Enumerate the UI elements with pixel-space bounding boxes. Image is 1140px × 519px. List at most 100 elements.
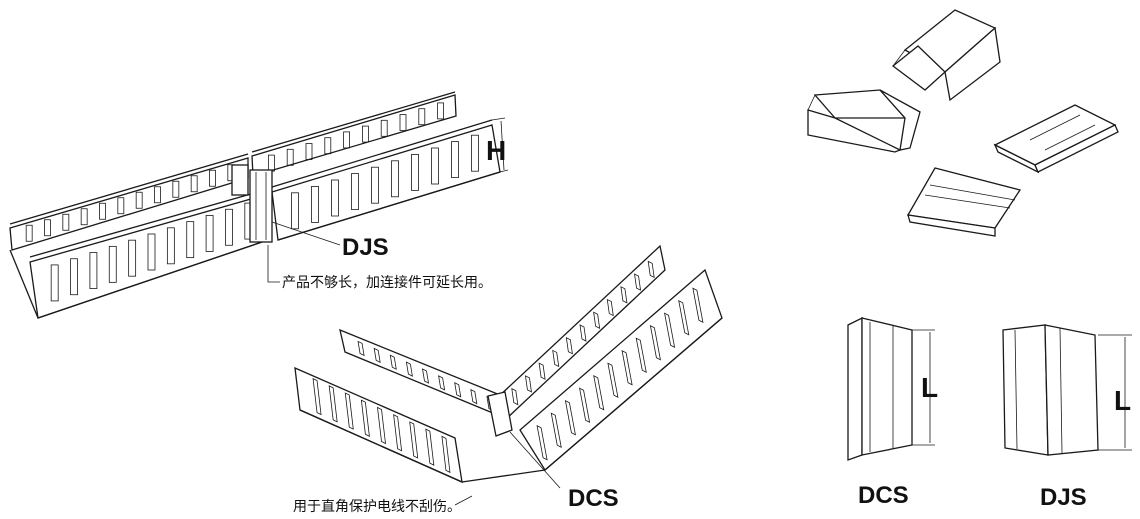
djs-iso-bottom (906, 167, 1022, 237)
dcs-caption: DCS (858, 482, 909, 509)
dcs-callout-label: DCS (568, 485, 619, 512)
corner-slot (421, 368, 430, 384)
straight-duct-assembly: H DJS 产品不够长，加连接件可延长用。 (9, 91, 509, 319)
wall-slot (361, 125, 369, 143)
corner-slot (634, 273, 642, 291)
height-dimension-line (500, 120, 505, 171)
corner-wall-slots (312, 260, 704, 474)
wall-slot (351, 173, 359, 211)
corner-slot (607, 362, 619, 398)
djs-profile-right (1044, 324, 1099, 456)
corner-slot (606, 298, 614, 317)
corner-slot (536, 425, 548, 461)
corner-slot (328, 385, 338, 423)
corner-slot (389, 354, 397, 370)
wall-slot (391, 160, 399, 198)
corner-slot (647, 260, 655, 279)
corner-slot (344, 392, 354, 430)
wall-slot (411, 153, 419, 191)
duct-back-wall-right (251, 94, 457, 177)
dcs-profile-body (861, 317, 913, 456)
dcs-length-label: L (921, 372, 938, 403)
wall-slot (108, 245, 117, 283)
djs-iso-right (993, 104, 1119, 174)
back-wall-slots (25, 102, 445, 242)
corner-slot (593, 375, 605, 411)
corner-slot (405, 361, 413, 377)
wall-slot (186, 221, 195, 259)
wall-slot (399, 114, 407, 131)
djs-profile: L DJS (1002, 324, 1132, 511)
wall-slot (311, 185, 319, 223)
extension-note-leader (267, 245, 280, 283)
corner-slot (550, 412, 562, 448)
wall-slot (135, 191, 143, 209)
wall-slot (371, 166, 379, 204)
corner-slot (409, 421, 419, 459)
wall-slot (380, 119, 388, 137)
wall-slot (205, 215, 214, 252)
wall-slot (225, 208, 233, 246)
djs-connector-back (231, 164, 249, 196)
corner-note-leader (454, 495, 473, 506)
dcs-leader (509, 431, 561, 489)
wall-slot (89, 252, 98, 289)
corner-slot (579, 387, 591, 423)
dcs-iso-left (807, 89, 921, 153)
wall-slot (291, 192, 299, 230)
corner-slot (470, 388, 478, 405)
djs-profile-left (1002, 324, 1049, 456)
corner-slot (579, 324, 587, 342)
corner-slot (357, 340, 365, 357)
wall-slot (50, 264, 59, 302)
wall-slot (154, 186, 161, 204)
djs-connector (249, 169, 273, 243)
corner-slot (564, 400, 576, 436)
corner-slot (441, 435, 451, 474)
wall-slot (471, 134, 479, 172)
djs-callout-label: DJS (342, 234, 389, 261)
wall-slot (437, 102, 445, 120)
corner-slot (454, 382, 462, 398)
corner-duct-assembly: DCS 用于直角保护电线不刮伤。 (293, 244, 723, 515)
corner-slot (635, 337, 647, 373)
wall-slot (305, 143, 313, 160)
wall-slot (25, 224, 33, 242)
wall-slot (70, 258, 78, 296)
corner-slot (552, 349, 560, 368)
corner-slot (538, 362, 546, 380)
corner-slot (593, 311, 601, 329)
wall-slot (418, 108, 426, 126)
corner-note: 用于直角保护电线不刮伤。 (293, 498, 461, 515)
wall-slot (44, 219, 51, 237)
wall-slot (166, 227, 175, 265)
wall-slot (190, 175, 198, 193)
wall-slot (451, 141, 459, 179)
wall-slot (62, 213, 70, 231)
wall-slot (172, 180, 180, 198)
corner-slot (621, 350, 633, 386)
corner-slot (373, 347, 381, 364)
wall-slot (324, 137, 332, 155)
height-label: H (486, 135, 506, 166)
corner-slot (377, 406, 386, 445)
corner-slot (649, 325, 661, 361)
wall-slot (431, 147, 439, 185)
dcs-corner-guard (487, 391, 513, 437)
wall-slot (343, 131, 351, 149)
extension-note: 产品不够长，加连接件可延长用。 (282, 274, 492, 291)
wall-slot (147, 233, 156, 271)
corner-slot (393, 414, 403, 452)
wall-slot (128, 239, 137, 277)
corner-slot (425, 428, 435, 466)
corner-slot (620, 286, 628, 304)
djs-length-label: L (1114, 385, 1131, 416)
corner-slot (664, 312, 676, 348)
corner-slot (692, 287, 704, 323)
wall-slot (331, 179, 339, 217)
isometric-connectors (807, 9, 1119, 237)
dcs-profile: L DCS (847, 316, 938, 509)
front-wall-slots (50, 134, 479, 302)
